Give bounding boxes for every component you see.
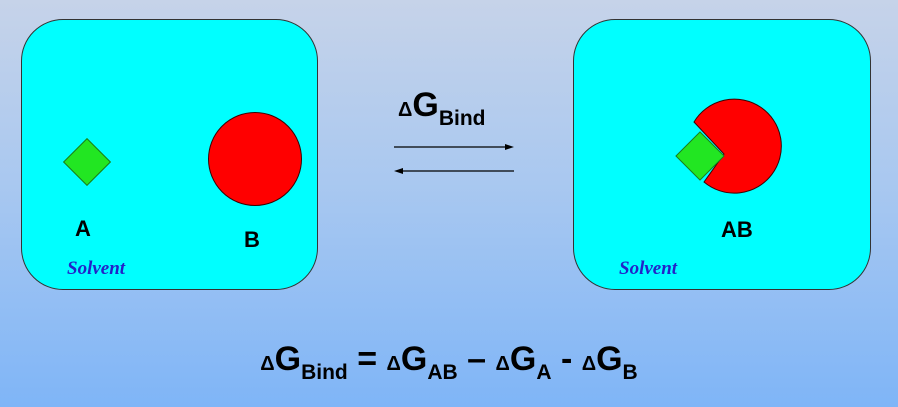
solvent-label-right: Solvent (619, 258, 678, 279)
reverse-arrow (394, 168, 514, 174)
label-a: A (75, 216, 91, 241)
equals-sign: = (347, 340, 387, 378)
term-dg-a: ΔGA (495, 340, 552, 384)
unbound-state-panel: A B Solvent (21, 19, 318, 290)
complex-ab-shape (675, 98, 782, 194)
bound-state-panel: AB Solvent (573, 19, 871, 290)
delta-g-bind-label: ΔGBind (398, 86, 486, 130)
term-dg-ab: ΔGAB (386, 340, 458, 384)
minus-sign-1: – (457, 340, 496, 378)
label-ab: AB (721, 217, 753, 242)
term-dg-bind: ΔGBind (260, 340, 348, 384)
binding-free-energy-equation: ΔGBind = ΔGAB – ΔGA - ΔGB (0, 342, 898, 383)
forward-arrow (394, 144, 514, 150)
minus-sign-2: - (551, 340, 582, 378)
receptor-b-circle (208, 112, 302, 206)
solvent-label-left: Solvent (67, 258, 126, 279)
label-b: B (244, 227, 260, 252)
term-dg-b: ΔGB (581, 340, 638, 384)
